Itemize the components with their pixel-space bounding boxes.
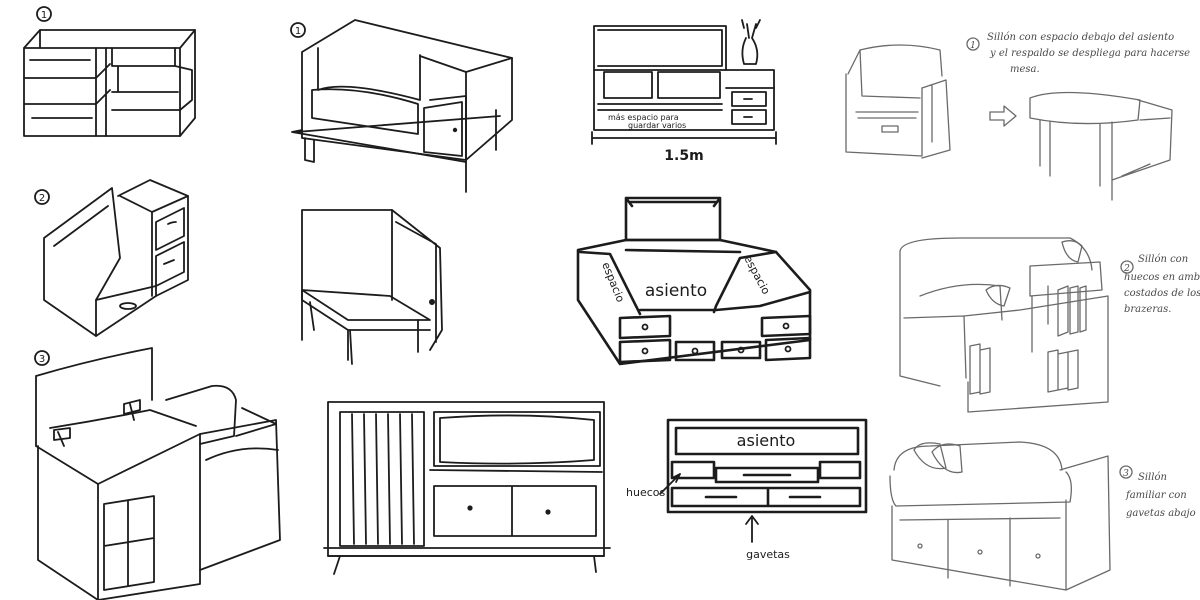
asiento-label-bottom: asiento: [737, 431, 796, 450]
note3-line1: Sillón: [1138, 472, 1167, 483]
sketch-storage-box-bench: 3: [34, 347, 281, 600]
asiento-label-mid: asiento: [645, 281, 707, 301]
sketch-slatted-bench: [323, 401, 611, 575]
sketch-armchair-side-cabinet: 1: [290, 19, 513, 193]
sketch-armchair-drawers: 2: [34, 179, 189, 337]
svg-text:2: 2: [1123, 264, 1130, 274]
note1-line2: y el respaldo se despliega para hacerse: [989, 48, 1190, 59]
sketch-long-bench: más espacio para guardar varios 1.5m: [591, 19, 777, 164]
svg-text:1: 1: [970, 41, 976, 51]
note1-line1: Sillón con espacio debajo del asiento: [987, 32, 1174, 43]
note2-line4: brazeras.: [1124, 304, 1171, 315]
sketch-front-bench: asiento huecos gavetas: [626, 418, 868, 561]
respaldo-label-right: espacio: [741, 253, 772, 296]
number-label: 1: [41, 10, 47, 21]
sketch-bench-asiento: asiento espacio espacio: [576, 196, 812, 366]
svg-text:3: 3: [39, 354, 45, 365]
storage-note-line1: más espacio para: [608, 113, 679, 122]
note2-line1: Sillón con: [1138, 254, 1188, 265]
note3-line2: familiar con: [1125, 490, 1187, 501]
gavetas-label: gavetas: [746, 548, 790, 561]
note3-line3: gavetas abajo: [1126, 508, 1196, 519]
sketch-convertible-armchair: 1 Sillón con espacio debajo del asiento …: [845, 32, 1190, 201]
note1-line3: mesa.: [1010, 64, 1040, 75]
huecos-label: huecos: [626, 486, 665, 499]
sketch-shelf-armchair: 1: [23, 6, 196, 137]
sketch-wireframe-chair: [301, 209, 443, 365]
svg-text:2: 2: [39, 193, 45, 204]
note2-line3: costados de los: [1124, 288, 1200, 299]
number-circle: [36, 6, 52, 22]
note2-line2: huecos en ambos: [1124, 272, 1200, 283]
sketch-family-sofa: 3 Sillón familiar con gavetas abajo: [889, 441, 1196, 591]
storage-note-line2: guardar varios: [628, 121, 686, 130]
sketch-sofa-side-shelves: 2 Sillón con huecos en ambos costados de…: [899, 237, 1200, 413]
svg-text:1: 1: [295, 26, 301, 37]
width-dimension: 1.5m: [664, 148, 703, 164]
svg-text:3: 3: [1123, 469, 1129, 479]
